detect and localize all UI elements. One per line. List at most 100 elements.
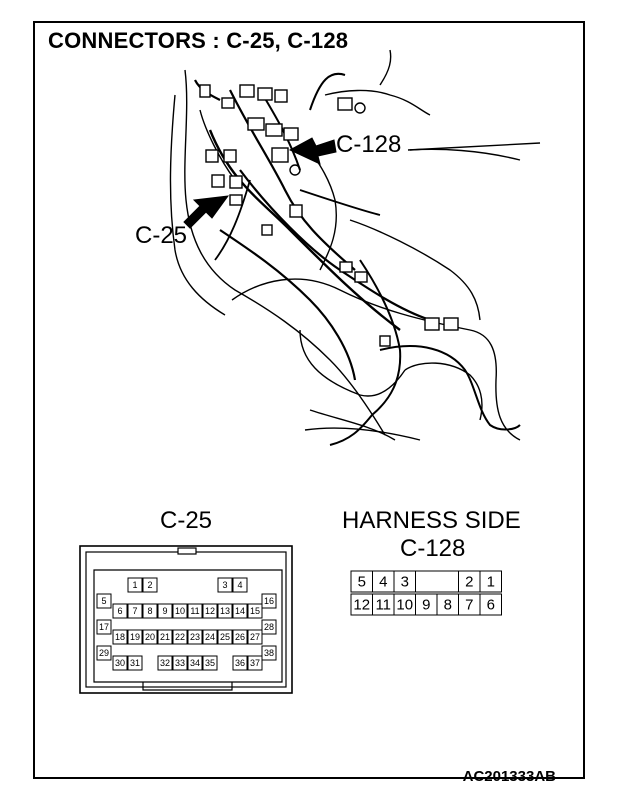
- c25-pin-14: 14: [232, 603, 248, 619]
- c128-pin-4: 4: [372, 570, 395, 593]
- c128-pin-9-label: 9: [422, 597, 430, 614]
- c25-pin-18: 18: [112, 629, 128, 645]
- c25-pin-3-label: 3: [222, 580, 227, 590]
- c128-pin-1: 1: [479, 570, 502, 593]
- c25-pin-10: 10: [172, 603, 188, 619]
- c25-pin-26-label: 26: [235, 632, 245, 642]
- c128-pin-7-label: 7: [465, 597, 473, 614]
- c128-pin-6: 6: [479, 593, 502, 616]
- c25-pin-32-label: 32: [160, 658, 170, 668]
- c25-pin-17-label: 17: [99, 622, 109, 632]
- c25-pin-11: 11: [187, 603, 203, 619]
- c128-pin-8-label: 8: [444, 597, 452, 614]
- c25-pin-5-label: 5: [101, 596, 106, 606]
- c25-pin-12-label: 12: [205, 606, 215, 616]
- c25-pin-13: 13: [217, 603, 233, 619]
- c25-pin-30-label: 30: [115, 658, 125, 668]
- c128-pin-4-label: 4: [379, 574, 387, 591]
- c25-pin-19: 19: [127, 629, 143, 645]
- c25-pin-22-label: 22: [175, 632, 185, 642]
- c25-pin-31-label: 31: [130, 658, 140, 668]
- c25-pin-34-label: 34: [190, 658, 200, 668]
- c25-pin-27: 27: [247, 629, 263, 645]
- c128-pin-12: 12: [350, 593, 373, 616]
- c25-pin-4: 4: [232, 577, 248, 593]
- c25-pin-16-label: 16: [264, 596, 274, 606]
- c128-pin-10-label: 10: [396, 597, 413, 614]
- c25-pin-20-label: 20: [145, 632, 155, 642]
- c128-pin-1-label: 1: [487, 574, 495, 591]
- c128-pin-12-label: 12: [353, 597, 370, 614]
- c128-pin-6-label: 6: [487, 597, 495, 614]
- c25-pin-3: 3: [217, 577, 233, 593]
- c128-pin-7: 7: [458, 593, 481, 616]
- c128-pin-3-label: 3: [401, 574, 409, 591]
- c25-pin-15: 15: [247, 603, 263, 619]
- c25-pin-14-label: 14: [235, 606, 245, 616]
- c25-pin-6: 6: [112, 603, 128, 619]
- c25-pin-10-label: 10: [175, 606, 185, 616]
- c25-pin-5: 5: [96, 593, 112, 609]
- c128-pin-5-label: 5: [358, 574, 366, 591]
- c25-pin-24-label: 24: [205, 632, 215, 642]
- c25-pin-7: 7: [127, 603, 143, 619]
- c25-pin-34: 34: [187, 655, 203, 671]
- c25-pin-2-label: 2: [147, 580, 152, 590]
- c25-pin-22: 22: [172, 629, 188, 645]
- c25-pin-1-label: 1: [132, 580, 137, 590]
- c128-heading-line1: HARNESS SIDE: [342, 507, 521, 534]
- c25-pin-27-label: 27: [250, 632, 260, 642]
- c25-pin-36-label: 36: [235, 658, 245, 668]
- c25-pin-38-label: 38: [264, 648, 274, 658]
- c25-pin-38: 38: [261, 645, 277, 661]
- c25-pin-28: 28: [261, 619, 277, 635]
- c25-pin-13-label: 13: [220, 606, 230, 616]
- c25-pin-9-label: 9: [162, 606, 167, 616]
- c128-pin-11-label: 11: [375, 597, 391, 614]
- c25-pin-2: 2: [142, 577, 158, 593]
- c25-pin-12: 12: [202, 603, 218, 619]
- c25-pin-29: 29: [96, 645, 112, 661]
- c25-pin-1: 1: [127, 577, 143, 593]
- c25-connector-title: C-25: [160, 507, 213, 534]
- diagram-frame: [33, 21, 585, 779]
- c128-row1-empty-cavity: [415, 570, 459, 593]
- c25-pin-9: 9: [157, 603, 173, 619]
- c128-pin-5: 5: [350, 570, 373, 593]
- c25-pin-20: 20: [142, 629, 158, 645]
- c25-pin-21-label: 21: [160, 632, 170, 642]
- c25-pin-25: 25: [217, 629, 233, 645]
- c25-pin-15-label: 15: [250, 606, 260, 616]
- c25-pin-21: 21: [157, 629, 173, 645]
- c25-pin-25-label: 25: [220, 632, 230, 642]
- c25-pin-33-label: 33: [175, 658, 185, 668]
- c128-pin-9: 9: [415, 593, 438, 616]
- c25-pin-35-label: 35: [205, 658, 215, 668]
- c25-pin-17: 17: [96, 619, 112, 635]
- c25-pin-35: 35: [202, 655, 218, 671]
- c25-pin-31: 31: [127, 655, 143, 671]
- c25-pin-29-label: 29: [99, 648, 109, 658]
- c25-pin-33: 33: [172, 655, 188, 671]
- c25-pin-18-label: 18: [115, 632, 125, 642]
- c25-pin-4-label: 4: [237, 580, 242, 590]
- c25-pin-28-label: 28: [264, 622, 274, 632]
- c128-pin-8: 8: [436, 593, 459, 616]
- c25-pin-37-label: 37: [250, 658, 260, 668]
- c25-pin-8: 8: [142, 603, 158, 619]
- c25-pin-23-label: 23: [190, 632, 200, 642]
- c25-pin-6-label: 6: [117, 606, 122, 616]
- c25-pin-23: 23: [187, 629, 203, 645]
- c128-pin-10: 10: [393, 593, 416, 616]
- c25-pin-7-label: 7: [132, 606, 137, 616]
- c128-pin-3: 3: [393, 570, 416, 593]
- callout-c128-label: C-128: [336, 131, 402, 158]
- page-title: CONNECTORS : C-25, C-128: [48, 28, 349, 53]
- c25-pin-36: 36: [232, 655, 248, 671]
- c128-pin-2: 2: [458, 570, 481, 593]
- c128-pin-2-label: 2: [465, 574, 473, 591]
- c25-pin-24: 24: [202, 629, 218, 645]
